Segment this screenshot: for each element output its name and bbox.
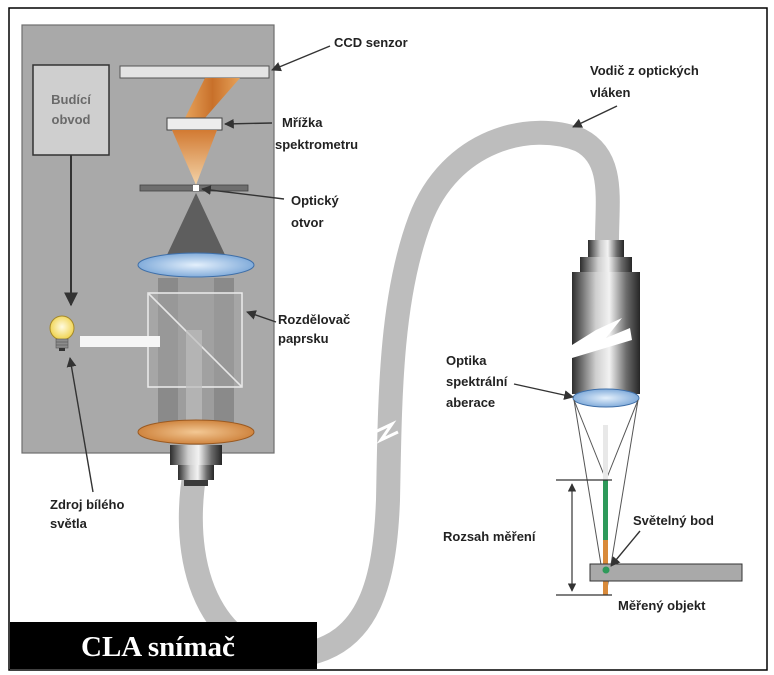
diffracted-beam (185, 78, 240, 118)
diagram-title: CLA snímač (81, 631, 235, 663)
splitter-pointer (246, 310, 277, 323)
fiber-break-mark (374, 420, 399, 444)
label-pointers (66, 45, 641, 567)
light-source-label-line1: Zdroj bílého (50, 497, 124, 512)
light-spot-label: Světelný bod (633, 513, 714, 528)
light-source-pointer (66, 357, 94, 493)
splitter-inner-beam (186, 330, 202, 424)
fiber-label-line2: vláken (590, 85, 631, 100)
grating-label-line1: Mřížka (282, 115, 323, 130)
spectral-aberration-lens (572, 388, 640, 408)
focus-cone (166, 193, 226, 257)
focusing-lens (137, 252, 255, 278)
measured-object-label: Měřený objekt (618, 598, 706, 613)
collimating-lens (137, 419, 255, 445)
splitter-label-line1: Rozdělovač (278, 312, 350, 327)
title-block (10, 622, 317, 669)
grating-beam-cone (172, 130, 217, 185)
optics-label-line2: spektrální (446, 374, 508, 389)
housing-fiber-connector (170, 445, 222, 486)
ccd-label: CCD senzor (334, 35, 408, 50)
driver-circuit-box (32, 64, 110, 156)
light-source-label-line2: světla (50, 516, 88, 531)
aperture-label-line1: Optický (291, 193, 339, 208)
measured-object-plate (589, 563, 743, 582)
driver-label-line1: Budící (51, 92, 91, 107)
probe-head (572, 240, 640, 394)
source-light-path (80, 336, 160, 347)
focus-line-white (603, 425, 608, 480)
aperture-slit (193, 185, 199, 191)
fiber-label-line1: Vodič z optických (590, 63, 699, 78)
optics-pointer (513, 383, 574, 400)
aperture-label-line2: otvor (291, 215, 324, 230)
ccd-sensor-bar (119, 65, 270, 79)
measurement-range-label: Rozsah měření (443, 529, 536, 544)
aperture-pointer (201, 185, 285, 200)
optics-label-line3: aberace (446, 395, 495, 410)
optics-label-line1: Optika (446, 353, 487, 368)
fiber-pointer (572, 105, 618, 128)
driver-label-line2: obvod (52, 112, 91, 127)
light-bulb-icon (49, 315, 75, 351)
grating-pointer (224, 118, 273, 129)
splitter-label-line2: paprsku (278, 331, 329, 346)
measurement-range-bracket (556, 479, 612, 596)
spot-pointer (610, 530, 641, 567)
spectrometer-grating (166, 117, 223, 131)
grating-label-line2: spektrometru (275, 137, 358, 152)
ccd-pointer (271, 45, 331, 72)
light-spot-marker (602, 566, 610, 574)
focus-line-green (603, 480, 608, 540)
